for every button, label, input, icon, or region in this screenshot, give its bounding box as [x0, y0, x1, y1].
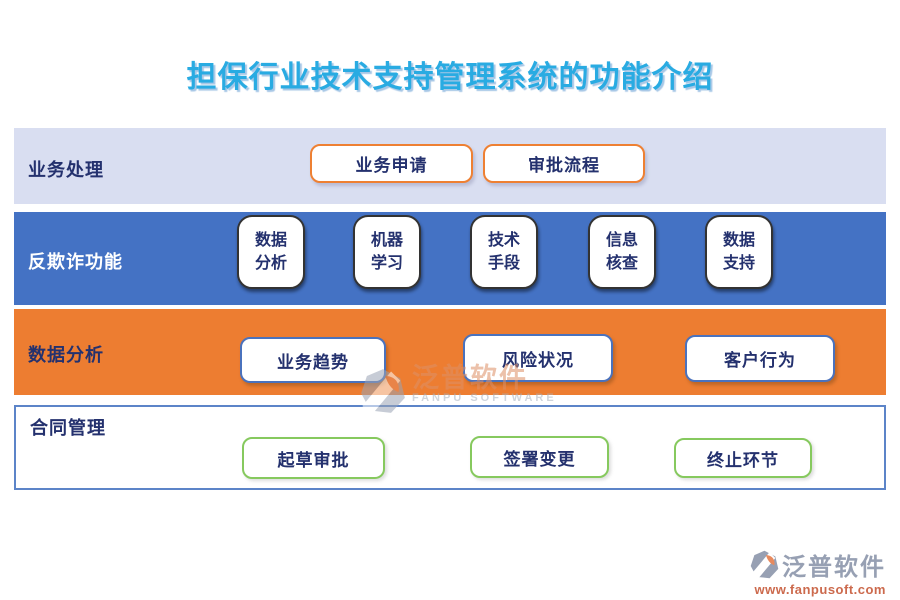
item-draft-approval[interactable]: 起草审批: [242, 437, 385, 479]
page-title: 担保行业技术支持管理系统的功能介绍: [186, 61, 714, 94]
row-label-business-processing: 业务处理: [28, 160, 104, 180]
item-customer-behavior[interactable]: 客户行为: [685, 335, 835, 382]
item-info-verification-card[interactable]: 信息 核查: [588, 215, 656, 289]
item-machine-learning-card[interactable]: 机器 学习: [353, 215, 421, 289]
row-data-analysis: 数据分析 业务趋势 风险状况 客户行为: [14, 309, 886, 395]
row-label-contract-management: 合同管理: [30, 418, 106, 438]
footer-logo-url[interactable]: www.fanpusoft.com: [754, 582, 886, 597]
item-signing-change[interactable]: 签署变更: [470, 436, 609, 478]
footer-logo-name: 泛普软件: [782, 554, 886, 581]
fanpu-logo-icon: [750, 550, 779, 579]
item-risk-status[interactable]: 风险状况: [463, 334, 613, 382]
row-label-anti-fraud: 反欺诈功能: [28, 252, 123, 272]
row-anti-fraud: 反欺诈功能 数据 分析 机器 学习 技术 手段 信息 核查 数据 支持: [14, 212, 886, 305]
item-data-support-card[interactable]: 数据 支持: [705, 215, 773, 289]
item-termination-step[interactable]: 终止环节: [674, 438, 812, 478]
item-data-analysis-card[interactable]: 数据 分析: [237, 215, 305, 289]
item-business-trend[interactable]: 业务趋势: [240, 337, 386, 383]
footer-logo: 泛普软件 www.fanpusoft.com: [750, 547, 886, 597]
item-approval-process[interactable]: 审批流程: [483, 144, 645, 183]
row-contract-management: 合同管理 起草审批 签署变更 终止环节: [14, 405, 886, 490]
item-technical-means-card[interactable]: 技术 手段: [470, 215, 538, 289]
row-label-data-analysis: 数据分析: [28, 345, 104, 365]
item-business-application[interactable]: 业务申请: [310, 144, 473, 183]
row-business-processing: 业务处理 业务申请 审批流程: [14, 128, 886, 204]
